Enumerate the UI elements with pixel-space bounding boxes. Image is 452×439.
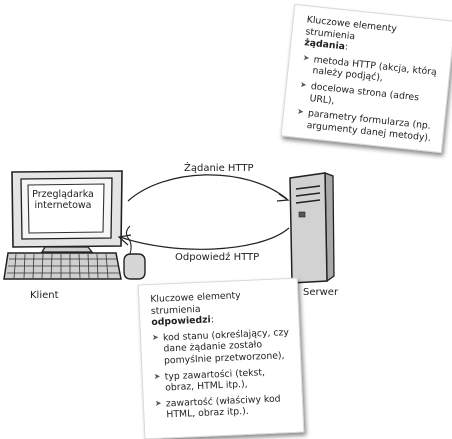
response-arrow [119,227,290,250]
response-note-list: ➤kod stanu (określający, czy dane żądani… [152,327,295,422]
response-note-intro: Kluczowe elementy strumienia odpowiedzi: [150,288,290,329]
bullet-arrow-icon: ➤ [299,79,308,90]
bullet-arrow-icon: ➤ [153,371,161,381]
client-label: Klient [30,290,59,301]
list-item: ➤typ zawartości (tekst, obraz, HTML itp.… [154,366,294,395]
request-note-intro-text: Kluczowe elementy strumienia [305,14,398,42]
response-elements-note: Kluczowe elementy strumienia odpowiedzi:… [137,277,305,439]
response-note-intro-bold: odpowiedzi [151,314,211,329]
request-arrow [127,174,288,202]
request-label: Żądanie HTTP [184,163,254,174]
bullet-arrow-icon: ➤ [296,107,305,117]
browser-line-1: Przeglądarka [32,189,94,200]
response-item-text: typ zawartości (tekst, obraz, HTML itp.)… [164,366,266,394]
response-item-text: zawartość (właściwy kod HTML, obraz itp.… [165,393,281,421]
request-note-list: ➤metoda HTTP (akcja, którą należy podjąć… [295,53,441,145]
bullet-arrow-icon: ➤ [151,332,159,342]
response-note-intro-text: Kluczowe elementy strumienia [150,290,241,317]
browser-line-2: internetowa [34,200,92,212]
server-label: Serwer [303,287,339,298]
bullet-arrow-icon: ➤ [302,52,310,63]
list-item: ➤kod stanu (określający, czy dane żądani… [152,327,292,368]
bullet-arrow-icon: ➤ [154,398,162,408]
client-computer-icon [3,170,146,280]
response-label: Odpowiedź HTTP [175,252,260,263]
request-note-intro-suffix: : [344,41,349,53]
response-note-intro-suffix: : [210,314,215,326]
request-elements-note: Kluczowe elementy strumienia żądania: ➤m… [280,3,452,154]
list-item: ➤zawartość (właściwy kod HTML, obraz itp… [155,393,295,422]
server-icon [289,172,335,284]
response-item-text: kod stanu (określający, czy dane żądanie… [162,326,290,367]
browser-screen-label: Przeglądarka internetowa [30,189,96,212]
